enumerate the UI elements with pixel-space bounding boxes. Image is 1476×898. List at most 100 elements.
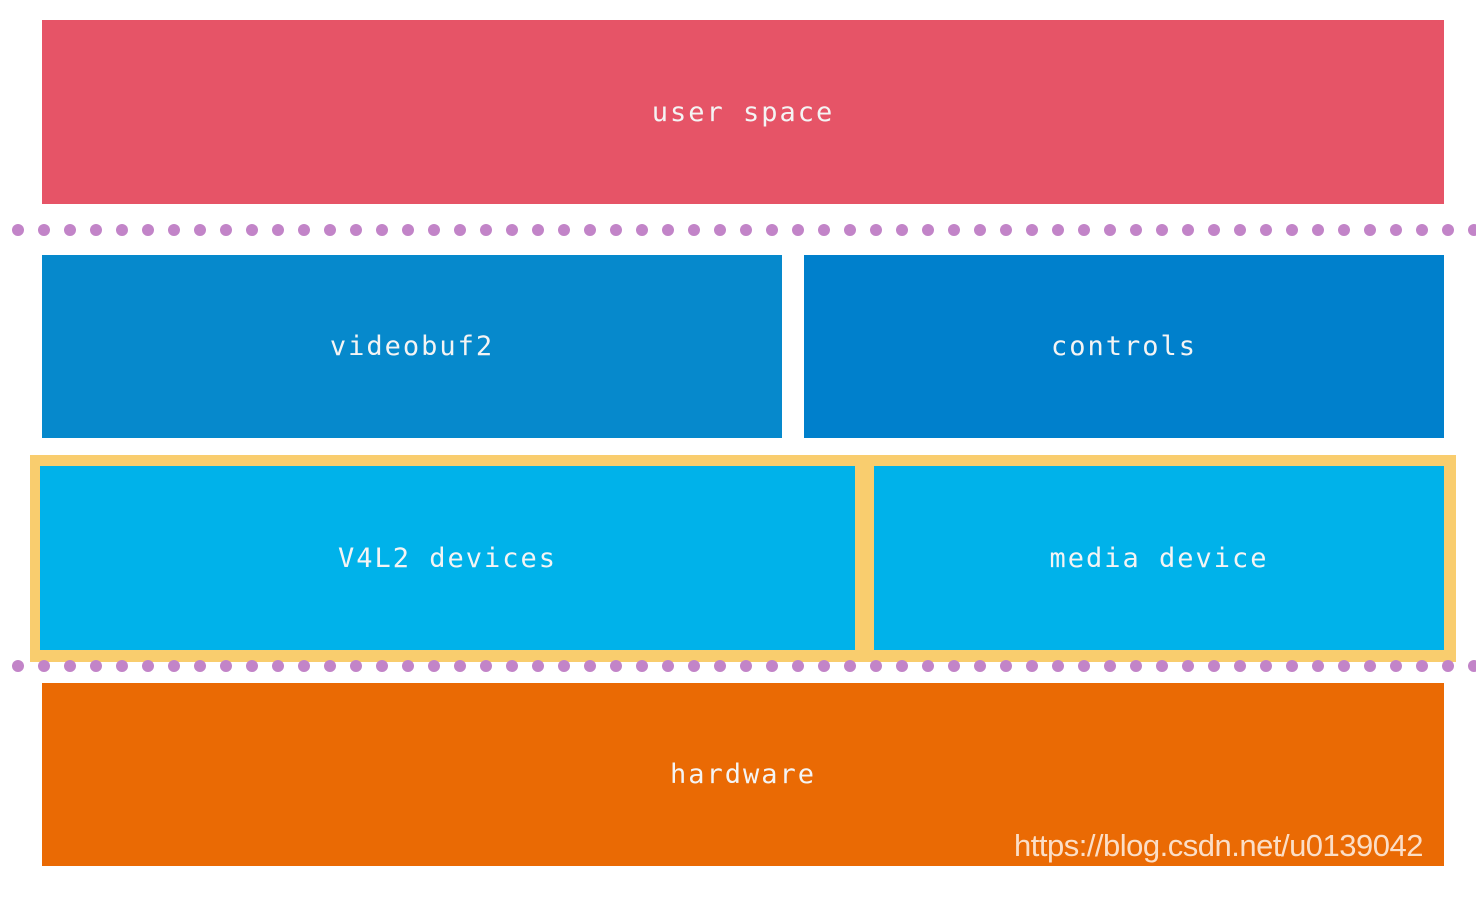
- controls-block: controls: [804, 255, 1444, 438]
- separator-dot: [376, 660, 388, 672]
- separator-dot: [12, 660, 24, 672]
- separator-dot: [38, 660, 50, 672]
- separator-dot: [610, 224, 622, 236]
- separator-dot: [454, 660, 466, 672]
- separator-dot: [662, 660, 674, 672]
- separator-dot: [220, 660, 232, 672]
- separator-dot: [1390, 660, 1402, 672]
- separator-dot: [168, 224, 180, 236]
- separator-dot: [480, 224, 492, 236]
- separator-dot: [1000, 660, 1012, 672]
- separator-dot: [64, 224, 76, 236]
- separator-dot: [1338, 660, 1350, 672]
- separator-dot: [90, 660, 102, 672]
- separator-dot: [38, 224, 50, 236]
- separator-dot: [1364, 660, 1376, 672]
- separator-dot: [1286, 224, 1298, 236]
- separator-dot: [1468, 660, 1476, 672]
- separator-dot: [558, 660, 570, 672]
- separator-dot: [948, 660, 960, 672]
- separator-dot: [740, 224, 752, 236]
- separator-dot: [194, 660, 206, 672]
- separator-dot: [1208, 660, 1220, 672]
- separator-dot: [922, 660, 934, 672]
- separator-dot: [1260, 224, 1272, 236]
- separator-dot: [1312, 660, 1324, 672]
- separator-dot: [636, 224, 648, 236]
- separator-dot: [246, 224, 258, 236]
- separator-dot: [766, 660, 778, 672]
- separator-dot: [12, 224, 24, 236]
- separator-dot: [740, 660, 752, 672]
- separator-dot: [1338, 224, 1350, 236]
- separator-dot: [922, 224, 934, 236]
- separator-dot: [376, 224, 388, 236]
- separator-dot: [1468, 224, 1476, 236]
- controls-label: controls: [1050, 331, 1198, 362]
- separator-dot: [402, 660, 414, 672]
- separator-dot: [454, 224, 466, 236]
- separator-dot: [480, 660, 492, 672]
- separator-dot: [1234, 224, 1246, 236]
- separator-dot: [1182, 224, 1194, 236]
- separator-dot: [116, 224, 128, 236]
- separator-dot: [402, 224, 414, 236]
- separator-dot: [1026, 224, 1038, 236]
- videobuf2-block: videobuf2: [42, 255, 782, 438]
- separator-dot: [792, 660, 804, 672]
- user-space-block: user space: [42, 20, 1444, 204]
- separator-dot: [272, 224, 284, 236]
- hardware-label: hardware: [669, 759, 817, 790]
- separator-dot: [1312, 224, 1324, 236]
- separator-dot: [1078, 224, 1090, 236]
- separator-dot: [688, 224, 700, 236]
- user-space-label: user space: [651, 96, 835, 128]
- separator-dot: [1130, 224, 1142, 236]
- separator-dot: [1364, 224, 1376, 236]
- separator-dot: [1208, 224, 1220, 236]
- separator-dot: [1442, 224, 1454, 236]
- separator-dot: [792, 224, 804, 236]
- separator-dot: [896, 224, 908, 236]
- separator-dot: [1078, 660, 1090, 672]
- separator-dot: [168, 660, 180, 672]
- separator-dot: [298, 660, 310, 672]
- separator-dot: [818, 660, 830, 672]
- separator-dot: [194, 224, 206, 236]
- separator-dot: [1052, 224, 1064, 236]
- separator-dot: [428, 224, 440, 236]
- separator-dot: [1156, 224, 1168, 236]
- separator-dot: [350, 224, 362, 236]
- separator-dot: [1390, 224, 1402, 236]
- separator-dot: [324, 660, 336, 672]
- separator-dot: [974, 660, 986, 672]
- separator-dot: [350, 660, 362, 672]
- separator-dot: [532, 660, 544, 672]
- v4l2-devices-label: V4L2 devices: [337, 542, 558, 574]
- separator-dot: [688, 660, 700, 672]
- separator-dot: [636, 660, 648, 672]
- separator-dot: [662, 224, 674, 236]
- separator-dot: [1130, 660, 1142, 672]
- v4l2-devices-block: V4L2 devices: [40, 466, 855, 650]
- media-device-label: media device: [1049, 542, 1269, 574]
- separator-dot: [1416, 224, 1428, 236]
- separator-dot: [532, 224, 544, 236]
- separator-dot: [116, 660, 128, 672]
- separator-dot: [818, 224, 830, 236]
- separator-dot: [1442, 660, 1454, 672]
- separator-dot: [766, 224, 778, 236]
- separator-dot: [298, 224, 310, 236]
- videobuf2-label: videobuf2: [329, 331, 495, 362]
- separator-dot: [1026, 660, 1038, 672]
- separator-dot: [844, 660, 856, 672]
- separator-dot: [948, 224, 960, 236]
- user-kernel-separator: [12, 224, 1476, 236]
- separator-dot: [506, 660, 518, 672]
- separator-dot: [1234, 660, 1246, 672]
- separator-dot: [64, 660, 76, 672]
- kernel-hardware-separator: [12, 660, 1476, 672]
- separator-dot: [142, 660, 154, 672]
- separator-dot: [896, 660, 908, 672]
- separator-dot: [1416, 660, 1428, 672]
